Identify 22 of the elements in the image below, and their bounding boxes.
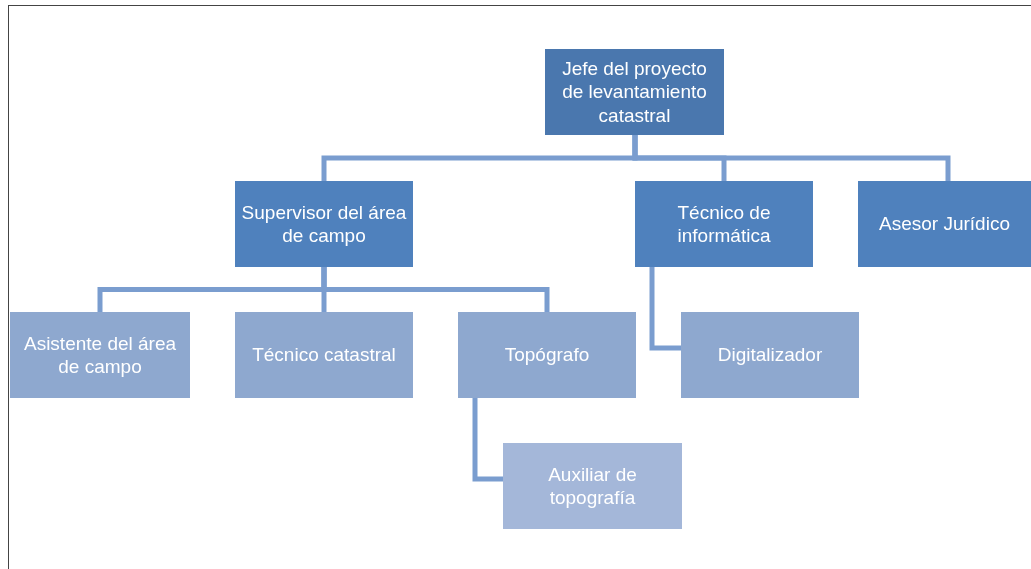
role-label: Técnico de informática [676,200,772,248]
role-box [635,181,813,267]
role-box [681,312,859,398]
role-box [503,443,682,529]
role-label: Asesor Jurídico [879,212,1010,236]
role-box [10,312,190,398]
role-box [235,312,413,398]
connector-line [472,398,503,482]
role-label: Topógrafo [504,343,590,367]
role-box [235,181,413,267]
role-label: Jefe del proyecto de levantamiento catastral [561,57,708,127]
role-label: Asistente del área de campo [22,331,178,379]
role-label: Supervisor del área de campo [240,200,408,248]
role-box [858,181,1031,267]
role-box [545,49,724,135]
role-label: Auxiliar de topografía [547,462,638,510]
connector-line [649,267,681,351]
connector-line [632,135,951,181]
role-box [458,312,636,398]
connector-line [321,267,550,312]
role-label: Técnico catastral [252,343,396,367]
role-label: Digitalizador [717,343,823,367]
